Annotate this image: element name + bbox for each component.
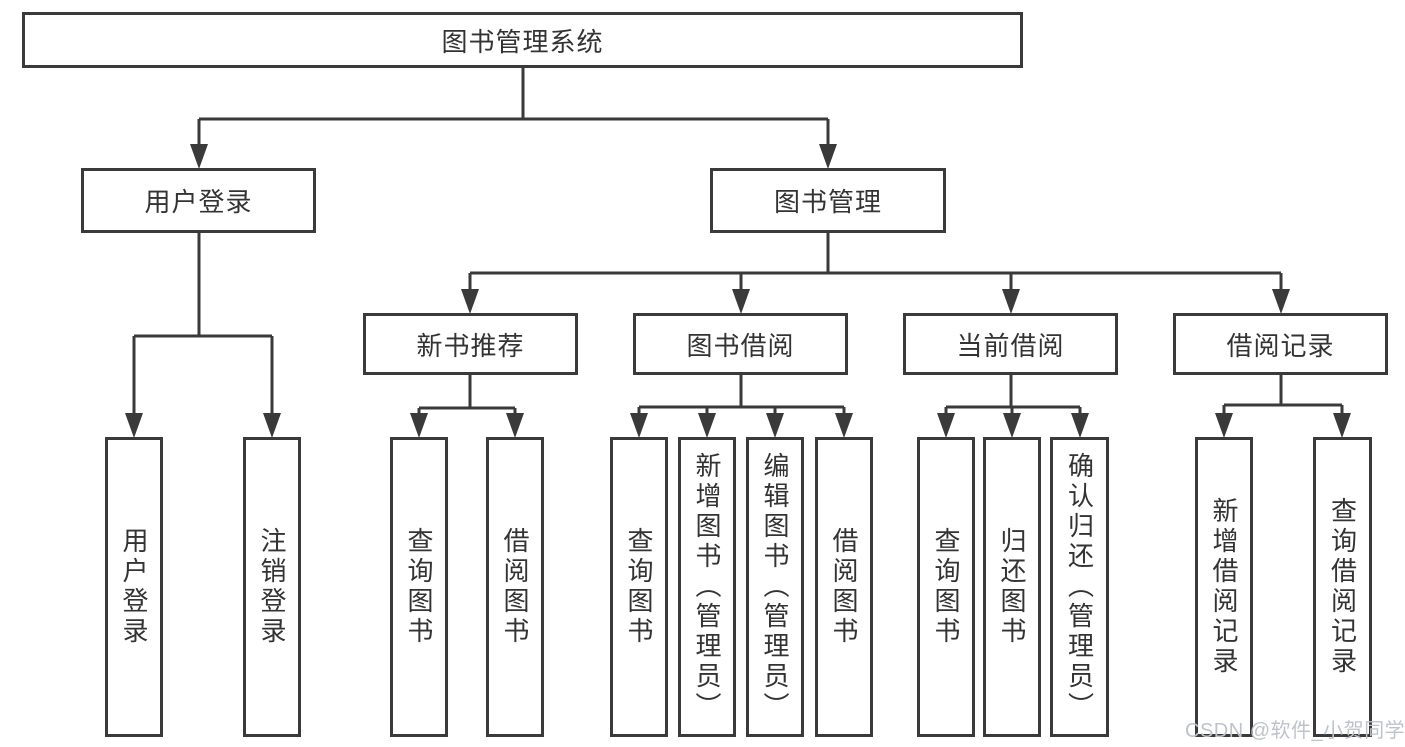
leaf-query-books-current: 查询图书 — [917, 437, 975, 737]
leaf-borrow-books: 借阅图书 — [815, 437, 873, 737]
arrowhead-icons — [125, 144, 1351, 438]
leaf-query-books-recommend: 查询图书 — [390, 437, 448, 737]
leaf-query-books-borrow: 查询图书 — [610, 437, 668, 737]
leaf-logout: 注销登录 — [243, 437, 301, 737]
leaf-edit-book-admin: 编辑图书（管理员） — [746, 437, 804, 737]
node-system: 图书管理系统 — [22, 12, 1023, 68]
leaf-return-book: 归还图书 — [983, 437, 1041, 737]
elbow-lines — [132, 68, 1344, 415]
node-new-book-recommend: 新书推荐 — [363, 313, 578, 375]
node-book-management: 图书管理 — [710, 168, 946, 233]
node-user-login: 用户登录 — [81, 168, 316, 233]
leaf-user-login: 用户登录 — [105, 437, 163, 737]
watermark: CSDN @软件_小贺同学 — [1185, 720, 1405, 742]
node-current-borrow: 当前借阅 — [903, 313, 1118, 375]
leaf-add-book-admin: 新增图书（管理员） — [678, 437, 736, 737]
node-book-borrow: 图书借阅 — [633, 313, 848, 375]
leaf-query-borrow-record: 查询借阅记录 — [1313, 437, 1372, 737]
leaf-confirm-return-admin: 确认归还（管理员） — [1050, 437, 1109, 737]
leaf-borrow-books-recommend: 借阅图书 — [486, 437, 544, 737]
node-borrow-records: 借阅记录 — [1173, 313, 1388, 375]
leaf-add-borrow-record: 新增借阅记录 — [1195, 437, 1253, 737]
